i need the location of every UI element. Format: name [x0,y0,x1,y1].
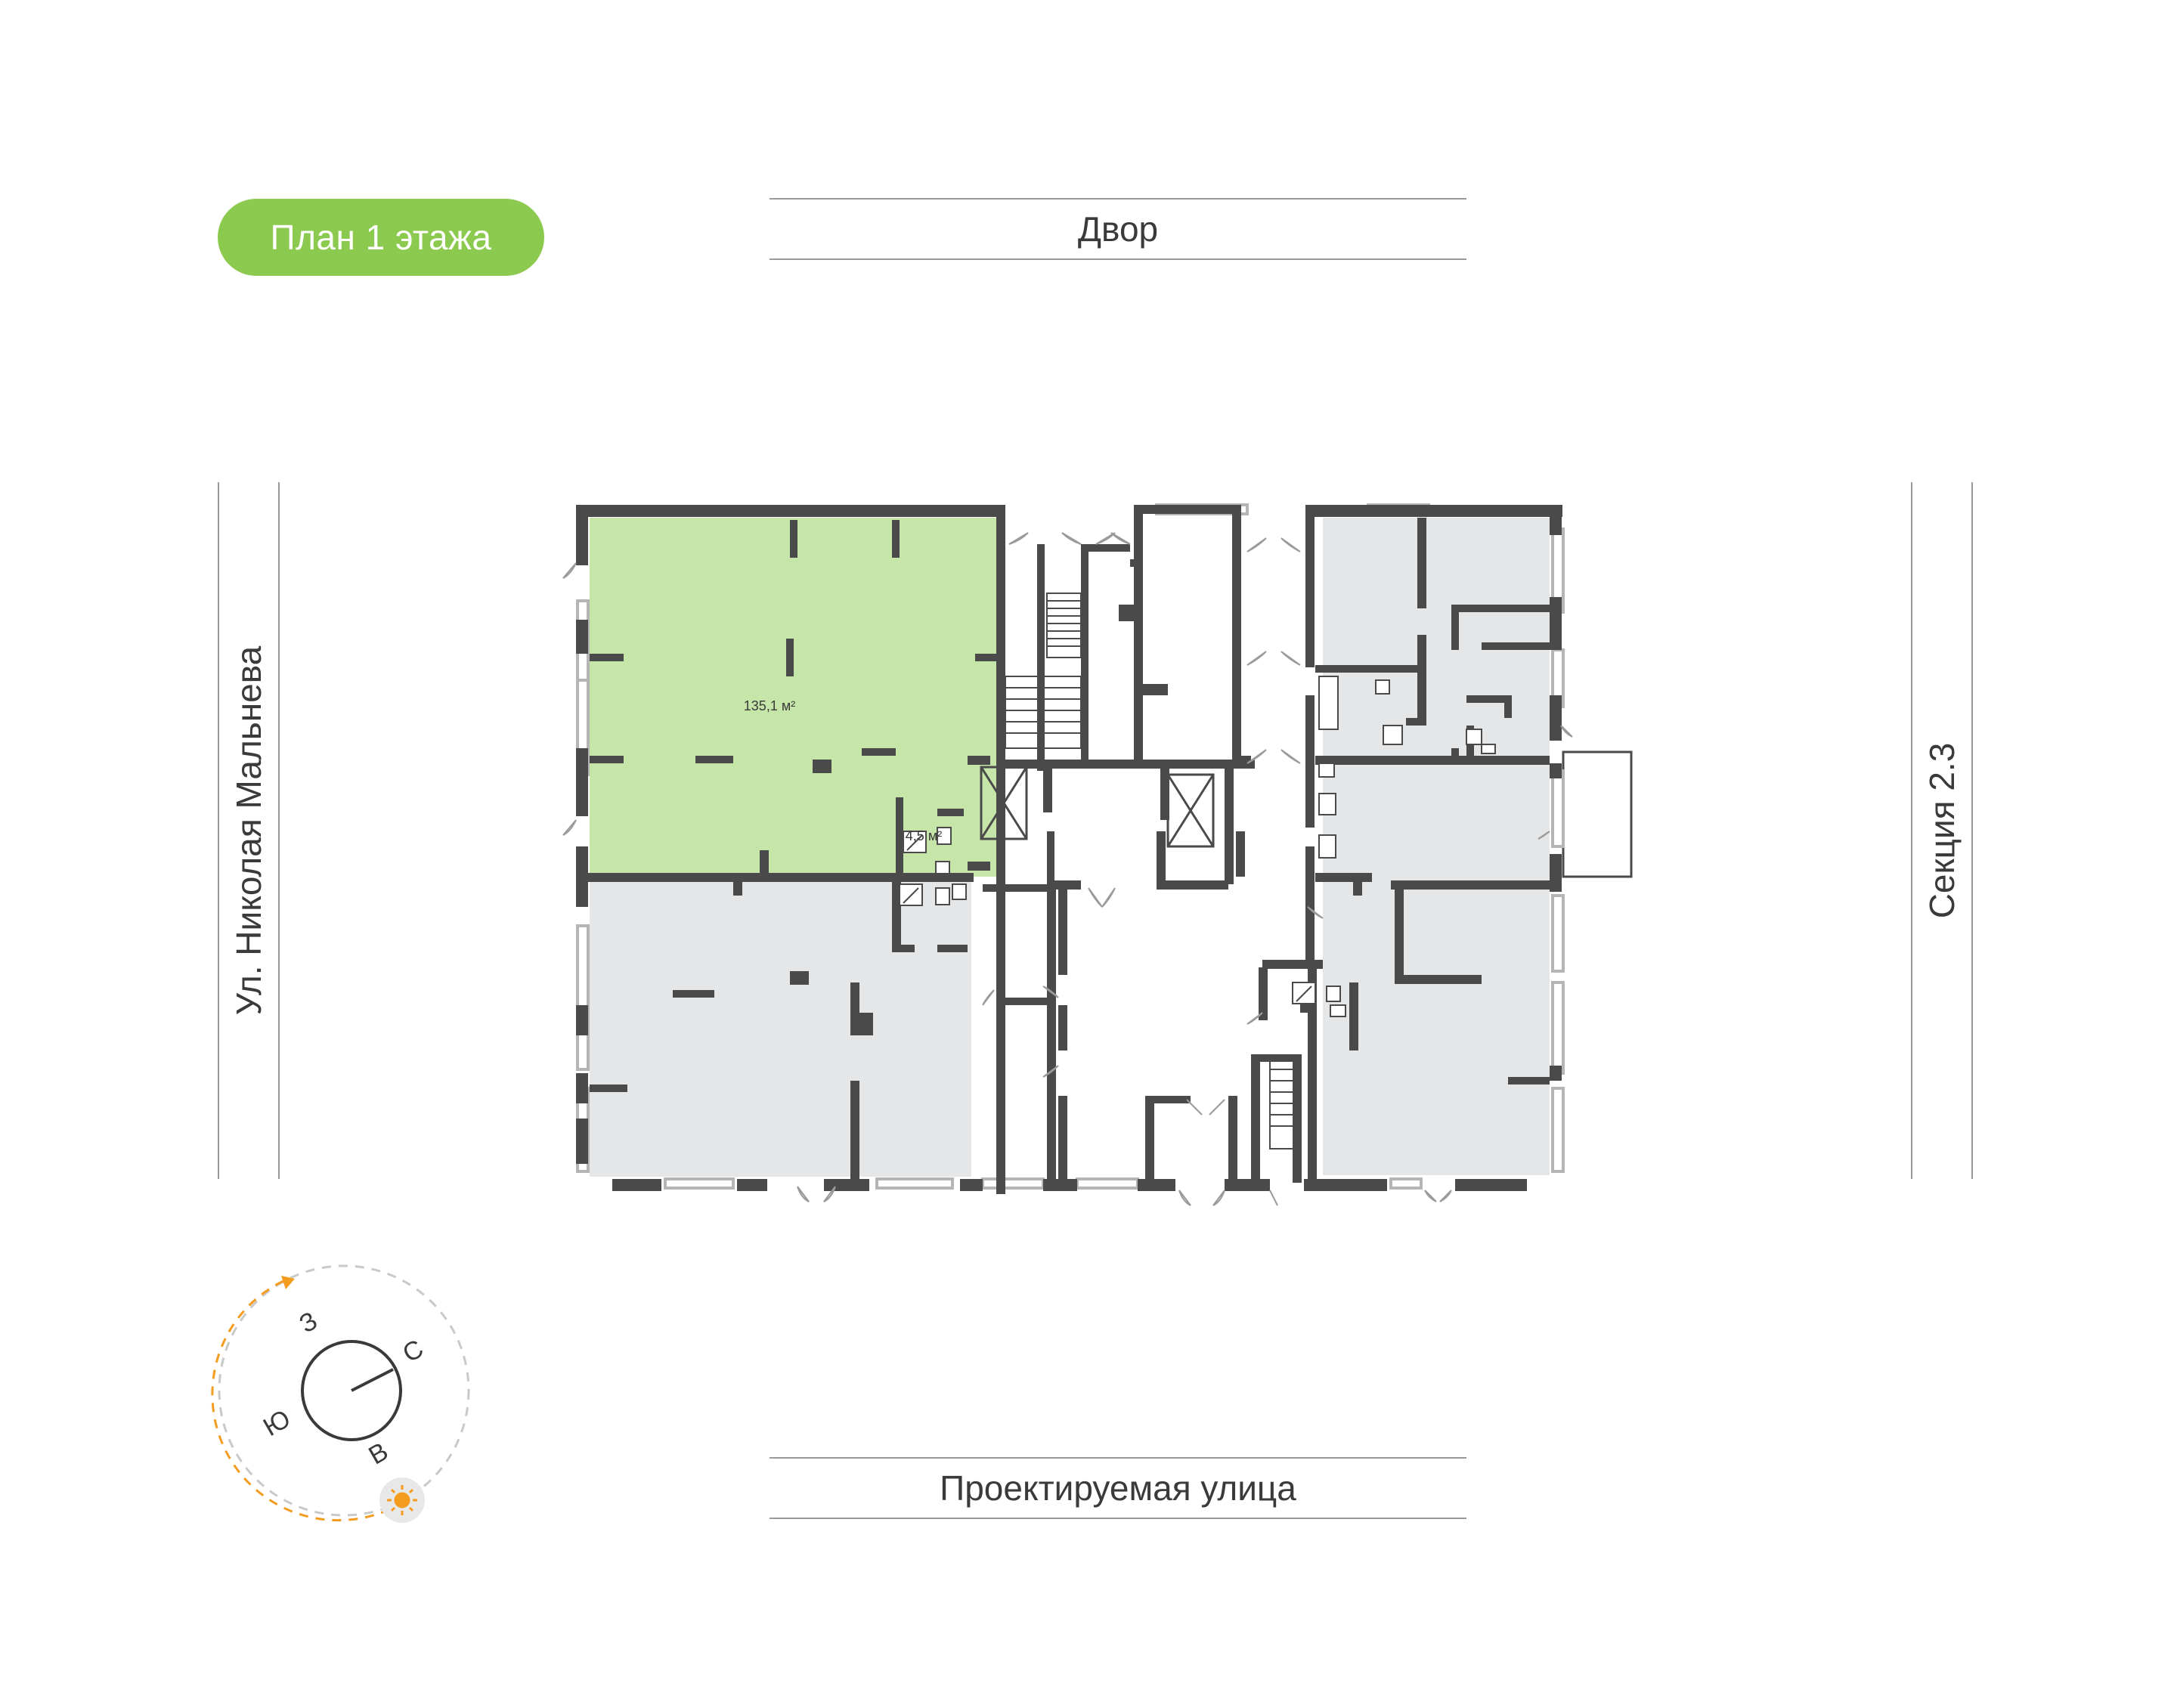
street-top: Двор [770,198,1466,260]
street-left: Ул. Николая Мальнева [218,482,280,1179]
balcony [1562,750,1633,878]
walls [576,505,1562,1194]
sun-path-arrow-icon [281,1276,295,1289]
compass-label-east: В [364,1437,393,1470]
compass-label-south: Ю [259,1404,296,1442]
floor-badge-label: План 1 этажа [270,218,492,257]
stairs [1005,593,1297,1149]
sun-icon [387,1485,417,1515]
room-fills [590,518,1633,1177]
street-right: Секция 2.3 [1911,482,1973,1179]
bathroom-fixtures [899,676,1496,1017]
floor-plan-badge: План 1 этажа [218,199,544,276]
compass-orbit [218,1264,470,1517]
compass-dial [301,1340,402,1441]
selected-wc-area-label: 4,5 м² [906,828,942,843]
compass-needle [351,1368,394,1392]
sun-path-arc [211,1279,394,1522]
selected-room-area-label: 135,1 м² [744,698,795,713]
commercial-room-2[interactable] [590,878,971,1177]
street-top-label: Двор [1077,209,1159,249]
elevators [980,766,1215,848]
compass-label-west: З [295,1306,323,1338]
apartment-room-2[interactable] [1323,760,1550,880]
compass-label-north: С [398,1334,428,1368]
street-bottom-label: Проектируемая улица [940,1468,1296,1508]
apartment-room-3[interactable] [1323,880,1550,1175]
doors [562,532,1573,1206]
street-bottom: Проектируемая улица [770,1457,1466,1519]
